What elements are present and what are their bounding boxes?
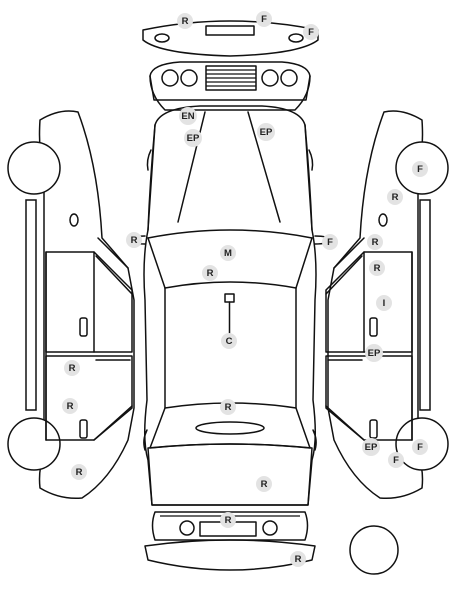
damage-marker-label: R <box>374 263 381 274</box>
damage-marker-left-rear-wheel-r: R <box>71 464 87 480</box>
damage-marker-label: EP <box>260 127 273 138</box>
damage-marker-label: F <box>417 442 423 453</box>
damage-marker-roof-c: C <box>221 333 237 349</box>
damage-marker-circle <box>387 189 403 205</box>
damage-marker-right-rear-bumper-f: F <box>388 452 404 468</box>
damage-marker-rear-bumper-center-r: R <box>220 512 236 528</box>
damage-marker-hood-ep-right: EP <box>257 123 275 141</box>
damage-marker-rear-panel-r: R <box>256 476 272 492</box>
damage-marker-left-mirror-r: R <box>126 232 142 248</box>
damage-marker-hood-en: EN <box>179 107 197 125</box>
damage-marker-label: R <box>182 16 189 27</box>
damage-marker-circle <box>179 107 197 125</box>
damage-marker-right-front-wheel-f: F <box>412 161 428 177</box>
damage-marker-label: R <box>67 401 74 412</box>
damage-marker-rear-bumper-r: R <box>290 551 306 567</box>
damage-marker-right-front-fender-r: R <box>387 189 403 205</box>
damage-marker-circle <box>220 399 236 415</box>
damage-marker-right-mirror-f: F <box>322 234 338 250</box>
damage-marker-left-rear-door-r: R <box>64 360 80 376</box>
damage-marker-circle <box>290 551 306 567</box>
damage-marker-right-front-door-r2: R <box>369 260 385 276</box>
damage-marker-label: F <box>261 14 267 25</box>
damage-marker-circle <box>369 260 385 276</box>
damage-marker-roof-r: R <box>202 265 218 281</box>
damage-marker-label: F <box>308 27 314 38</box>
damage-marker-circle <box>322 234 338 250</box>
damage-marker-right-rear-ep: EP <box>362 438 380 456</box>
damage-marker-circle <box>365 344 383 362</box>
damage-marker-label: I <box>383 298 386 309</box>
damage-marker-right-front-door-r1: R <box>367 234 383 250</box>
damage-marker-front-bumper-r: R <box>177 13 193 29</box>
damage-marker-right-door-seam-ep: EP <box>365 344 383 362</box>
damage-marker-label: EN <box>181 111 194 122</box>
damage-marker-front-bumper-corner-f: F <box>303 24 319 40</box>
damage-marker-circle <box>362 438 380 456</box>
damage-marker-circle <box>221 333 237 349</box>
front-bumper <box>142 20 319 57</box>
damage-marker-label: R <box>392 192 399 203</box>
damage-marker-label: EP <box>368 348 381 359</box>
car-body-top <box>127 105 333 506</box>
damage-marker-circle <box>376 295 392 311</box>
damage-marker-windshield-m: M <box>220 245 236 261</box>
damage-marker-label: M <box>224 248 232 259</box>
damage-marker-circle <box>257 123 275 141</box>
damage-marker-circle <box>177 13 193 29</box>
damage-marker-label: R <box>69 363 76 374</box>
damage-marker-circle <box>62 398 78 414</box>
damage-marker-right-rear-wheel-f: F <box>412 439 428 455</box>
damage-marker-label: R <box>225 402 232 413</box>
damage-marker-label: R <box>76 467 83 478</box>
damage-marker-circle <box>303 24 319 40</box>
damage-marker-circle <box>388 452 404 468</box>
damage-marker-circle <box>202 265 218 281</box>
damage-marker-label: R <box>207 268 214 279</box>
damage-marker-hood-ep-left: EP <box>184 129 202 147</box>
damage-marker-trunk-r: R <box>220 399 236 415</box>
damage-marker-circle <box>412 161 428 177</box>
damage-marker-label: EP <box>187 133 200 144</box>
damage-marker-circle <box>71 464 87 480</box>
damage-marker-label: R <box>131 235 138 246</box>
damage-marker-right-front-door-i: I <box>376 295 392 311</box>
damage-marker-label: R <box>225 515 232 526</box>
damage-marker-label: R <box>372 237 379 248</box>
left-side-view <box>7 110 135 500</box>
damage-marker-label: F <box>417 164 423 175</box>
spare-wheel <box>349 525 399 575</box>
damage-marker-circle <box>220 512 236 528</box>
damage-marker-label: C <box>226 336 233 347</box>
damage-marker-label: EP <box>365 442 378 453</box>
damage-marker-circle <box>256 11 272 27</box>
damage-marker-circle <box>220 245 236 261</box>
damage-marker-label: F <box>393 455 399 466</box>
damage-marker-circle <box>126 232 142 248</box>
damage-marker-front-bumper-f: F <box>256 11 272 27</box>
damage-marker-label: R <box>261 479 268 490</box>
damage-marker-left-rear-door-lower-r: R <box>62 398 78 414</box>
damage-marker-circle <box>64 360 80 376</box>
damage-marker-circle <box>367 234 383 250</box>
front-grille <box>149 61 311 111</box>
damage-marker-circle <box>412 439 428 455</box>
damage-marker-label: R <box>295 554 302 565</box>
damage-marker-label: F <box>327 237 333 248</box>
damage-marker-circle <box>184 129 202 147</box>
damage-marker-circle <box>256 476 272 492</box>
